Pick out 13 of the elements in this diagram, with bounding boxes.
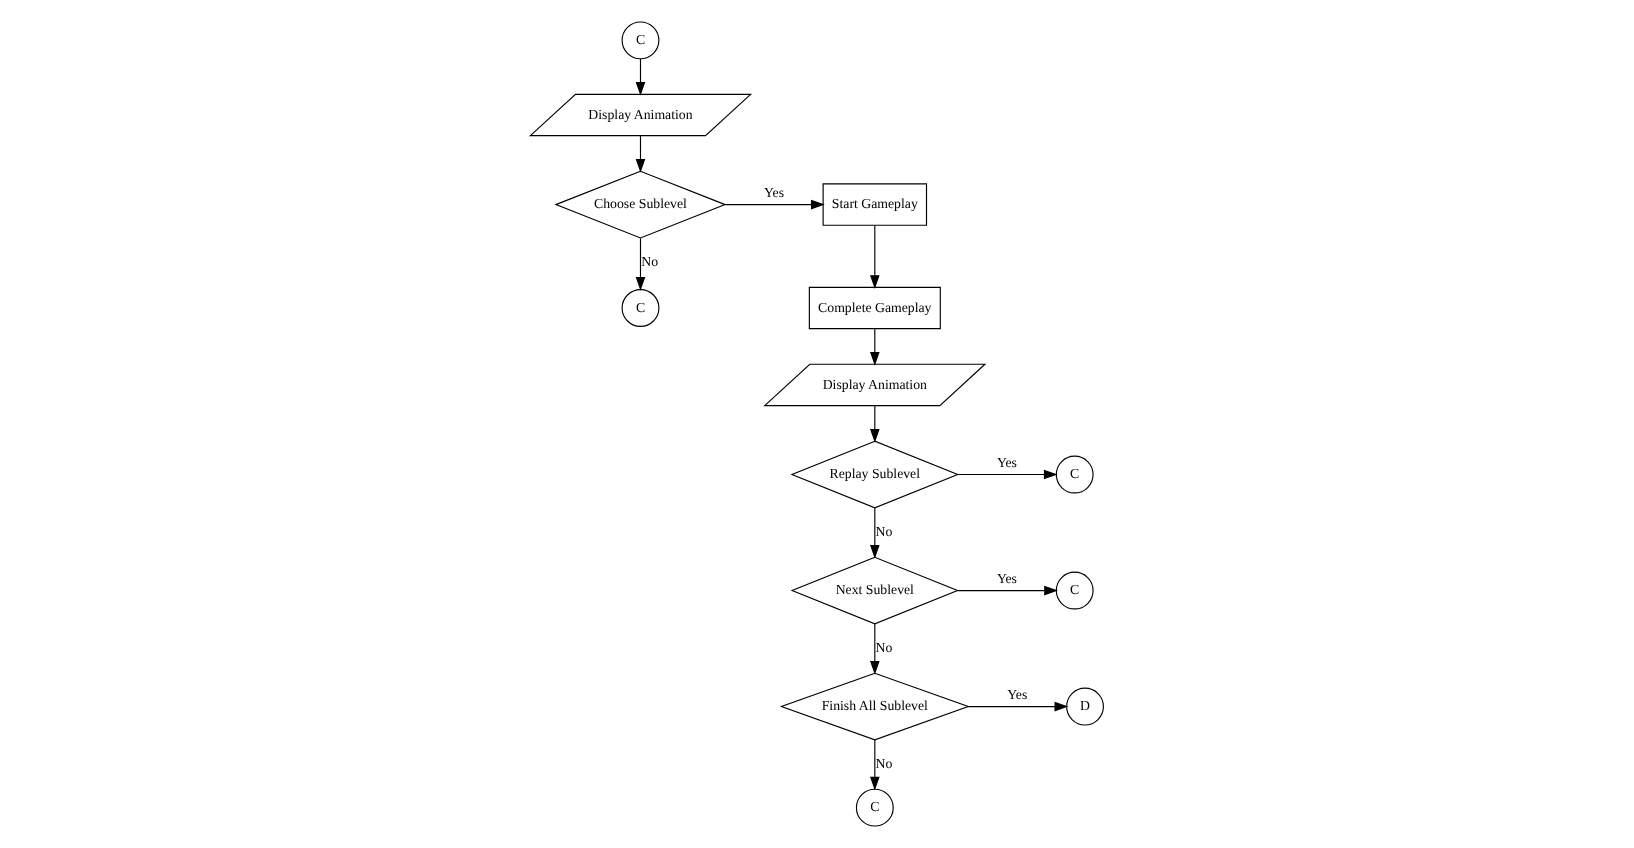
arrow <box>870 225 880 289</box>
arrow <box>870 507 880 559</box>
arrow <box>635 237 646 291</box>
arrow <box>870 623 880 675</box>
arrow <box>957 469 1058 480</box>
arrow <box>870 405 880 443</box>
arrow <box>870 739 880 791</box>
arrow <box>635 58 646 96</box>
arrow <box>957 585 1059 596</box>
arrow <box>967 701 1069 712</box>
arrow <box>870 328 880 366</box>
arrow <box>635 135 646 173</box>
arrow <box>724 199 825 210</box>
